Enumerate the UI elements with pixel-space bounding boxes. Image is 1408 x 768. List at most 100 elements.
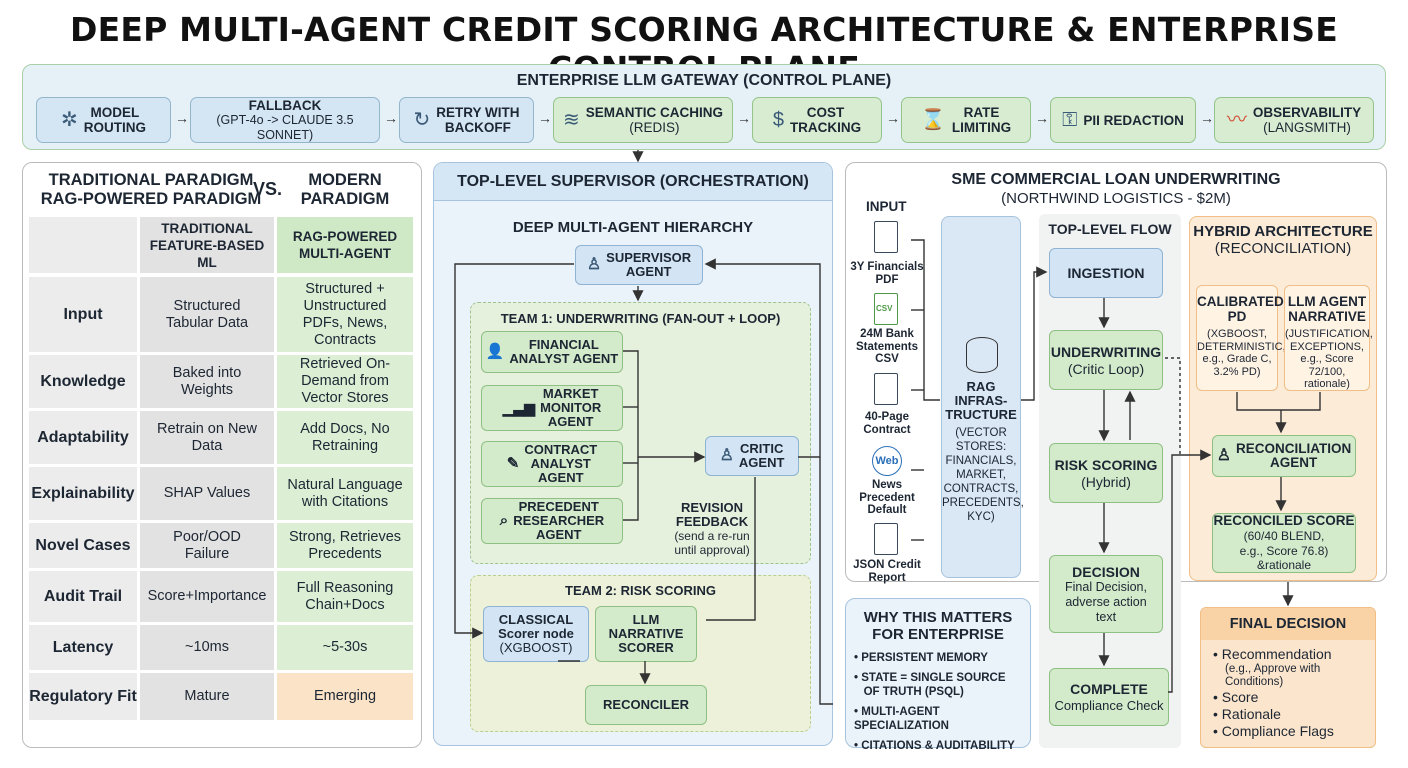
team1-title: TEAM 1: UNDERWRITING (FAN-OUT + LOOP) bbox=[500, 311, 781, 326]
gateway-item-label: COST bbox=[806, 105, 845, 120]
rag-detail: (VECTOR bbox=[955, 427, 1007, 439]
node-label: NARRATIVE bbox=[608, 626, 684, 641]
risk-scoring-node: RISK SCORING(Hybrid) bbox=[1049, 443, 1163, 503]
node-label: AGENT bbox=[538, 470, 584, 485]
node-label: RESEARCHER bbox=[513, 513, 605, 528]
flow-title: TOP-LEVEL FLOW bbox=[1048, 221, 1172, 237]
rag-detail: PRECEDENTS, bbox=[942, 497, 1024, 509]
traditional-header: TRADITIONAL PARADIGM bbox=[48, 171, 254, 189]
hybrid-subtitle: (RECONCILIATION) bbox=[1214, 240, 1352, 257]
web-globe-icon: Web bbox=[872, 446, 902, 476]
rag-cell: Structured + Unstructured PDFs, News, Co… bbox=[277, 277, 413, 352]
arrow-right-icon: → bbox=[538, 110, 552, 126]
col-header-rag: RAG-POWERED MULTI-AGENT bbox=[277, 217, 413, 273]
traditional-cell: ~10ms bbox=[140, 625, 274, 670]
underwriting-node: UNDERWRITING(Critic Loop) bbox=[1049, 330, 1163, 390]
gateway-item-label: LIMITING bbox=[951, 120, 1012, 135]
rag-cell: Add Docs, No Retraining bbox=[277, 411, 413, 464]
orchestration-panel: TOP-LEVEL SUPERVISOR (ORCHESTRATION) DEE… bbox=[433, 162, 833, 746]
row-label: Knowledge bbox=[29, 355, 137, 408]
arrow-right-icon: → bbox=[886, 110, 900, 126]
gateway-item-label: BACKOFF bbox=[444, 120, 511, 135]
arrow-right-icon: → bbox=[737, 110, 751, 126]
why-bullet: • PERSISTENT MEMORY bbox=[854, 652, 988, 664]
row-label: Adaptability bbox=[29, 411, 137, 464]
sme-title: SME COMMERCIAL LOAN UNDERWRITING bbox=[951, 171, 1281, 188]
node-label: FINANCIAL bbox=[528, 337, 599, 352]
paradigm-header: PARADIGM bbox=[300, 190, 390, 208]
bar-chart-icon: ▁▃▆ bbox=[502, 400, 536, 416]
semantic-caching-box: ≋ SEMANTIC CACHING(REDIS) bbox=[553, 97, 733, 143]
node-label: ANALYST bbox=[530, 456, 591, 471]
row-label: Novel Cases bbox=[29, 523, 137, 568]
json-document-icon bbox=[874, 523, 898, 555]
rag-detail: CONTRACTS, bbox=[943, 483, 1019, 495]
why-title: WHY THIS MATTERS bbox=[863, 609, 1013, 626]
node-label: AGENT bbox=[738, 455, 785, 470]
node-label: AGENT bbox=[625, 264, 672, 279]
gateway-item-label: PII REDACTION bbox=[1083, 112, 1184, 128]
traditional-cell: Retrain on New Data bbox=[140, 411, 274, 464]
rag-infrastructure-box: RAG INFRAS- TRUCTURE (VECTOR STORES: FIN… bbox=[941, 216, 1024, 578]
why-enterprise-panel: WHY THIS MATTERS FOR ENTERPRISE • PERSIS… bbox=[845, 598, 1031, 752]
modern-header: MODERN bbox=[308, 171, 382, 189]
refresh-icon: ↻ bbox=[413, 108, 431, 131]
llm-gateway-panel: ENTERPRISE LLM GATEWAY (CONTROL PLANE) ✲… bbox=[22, 64, 1386, 150]
node-label: CRITIC bbox=[740, 441, 784, 456]
rag-label: INFRAS- bbox=[954, 393, 1008, 408]
paradigm-comparison-panel: TRADITIONAL PARADIGM RAG-POWERED PARADIG… bbox=[22, 162, 422, 748]
user-icon: ♙ bbox=[719, 447, 734, 464]
traditional-cell: Baked into Weights bbox=[140, 355, 274, 408]
traditional-cell: Score+Importance bbox=[140, 571, 274, 622]
pdf-document-icon bbox=[874, 221, 898, 253]
gateway-item-label: (LANGSMITH) bbox=[1263, 120, 1351, 135]
node-label: MARKET bbox=[542, 386, 599, 401]
revision-note: (send a re-run bbox=[674, 529, 750, 543]
row-label: Regulatory Fit bbox=[29, 673, 137, 720]
contract-document-icon bbox=[874, 373, 898, 405]
sme-underwriting-panel: SME COMMERCIAL LOAN UNDERWRITING (NORTHW… bbox=[845, 162, 1387, 748]
reconciled-score-node: RECONCILED SCORE(60/40 BLEND,e.g., Score… bbox=[1212, 513, 1356, 573]
layers-icon: ≋ bbox=[562, 108, 580, 131]
user-icon: ♙ bbox=[1216, 447, 1232, 464]
network-icon: ✲ bbox=[60, 108, 78, 131]
gateway-title: ENTERPRISE LLM GATEWAY (CONTROL PLANE) bbox=[516, 72, 892, 89]
rag-cell: Natural Language with Citations bbox=[277, 467, 413, 520]
gateway-item-label: FALLBACK bbox=[248, 97, 322, 113]
document-edit-icon: ✎ bbox=[506, 455, 520, 472]
row-label: Latency bbox=[29, 625, 137, 670]
final-item: • Compliance Flags bbox=[1213, 723, 1334, 739]
why-bullet: • STATE = SINGLE SOURCE OF TRUTH (PSQL) bbox=[854, 672, 1006, 698]
node-label: ANALYST AGENT bbox=[509, 351, 619, 366]
traditional-cell: Poor/OOD Failure bbox=[140, 523, 274, 568]
rag-detail: STORES: bbox=[955, 441, 1007, 453]
hierarchy-title: DEEP MULTI-AGENT HIERARCHY bbox=[512, 219, 754, 236]
feedback-label: FEEDBACK bbox=[675, 514, 749, 529]
revision-note: until approval) bbox=[674, 543, 750, 557]
row-label: Audit Trail bbox=[29, 571, 137, 622]
col-header-traditional: TRADITIONAL FEATURE-BASED ML bbox=[140, 217, 274, 273]
input-label: INPUT bbox=[866, 199, 907, 214]
why-bullet: • MULTI-AGENT SPECIALIZATION bbox=[854, 706, 949, 732]
node-label: Scorer node bbox=[498, 626, 574, 641]
node-label: (XGBOOST) bbox=[499, 640, 573, 655]
row-label: Explainability bbox=[29, 467, 137, 520]
arrow-right-icon: → bbox=[384, 110, 398, 126]
rag-cell: Full Reasoning Chain+Docs bbox=[277, 571, 413, 622]
arrow-right-icon: → bbox=[1200, 110, 1214, 126]
final-item: • Score bbox=[1213, 689, 1259, 705]
